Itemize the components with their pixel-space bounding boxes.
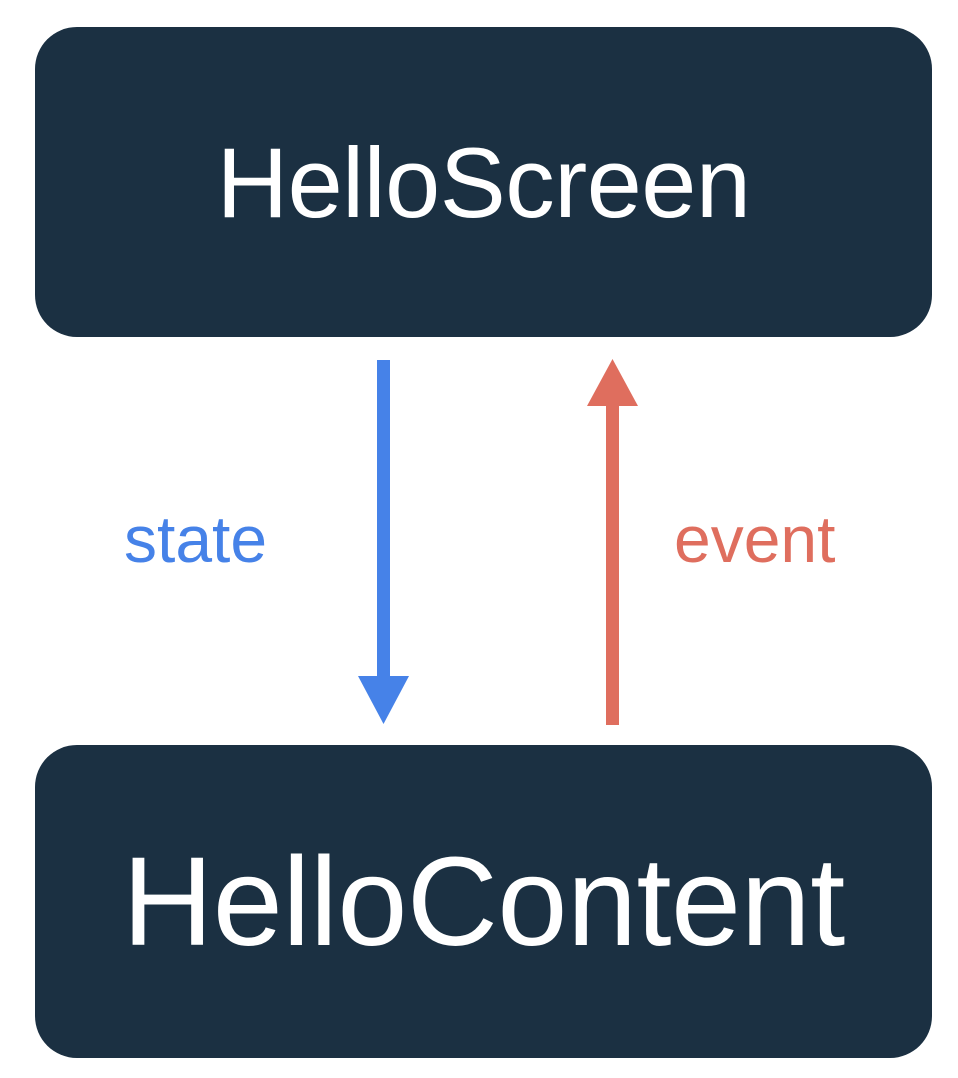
node-hello-screen[interactable]: HelloScreen	[35, 27, 932, 337]
edge-label-event: event	[674, 502, 836, 576]
node-hello-content[interactable]: HelloContent	[35, 745, 932, 1058]
state-arrow-down-icon	[358, 360, 409, 724]
node-hello-screen-label: HelloScreen	[216, 126, 751, 238]
node-hello-content-label: HelloContent	[122, 830, 845, 972]
edge-label-state: state	[124, 502, 268, 576]
event-arrow-up-icon	[587, 359, 638, 725]
